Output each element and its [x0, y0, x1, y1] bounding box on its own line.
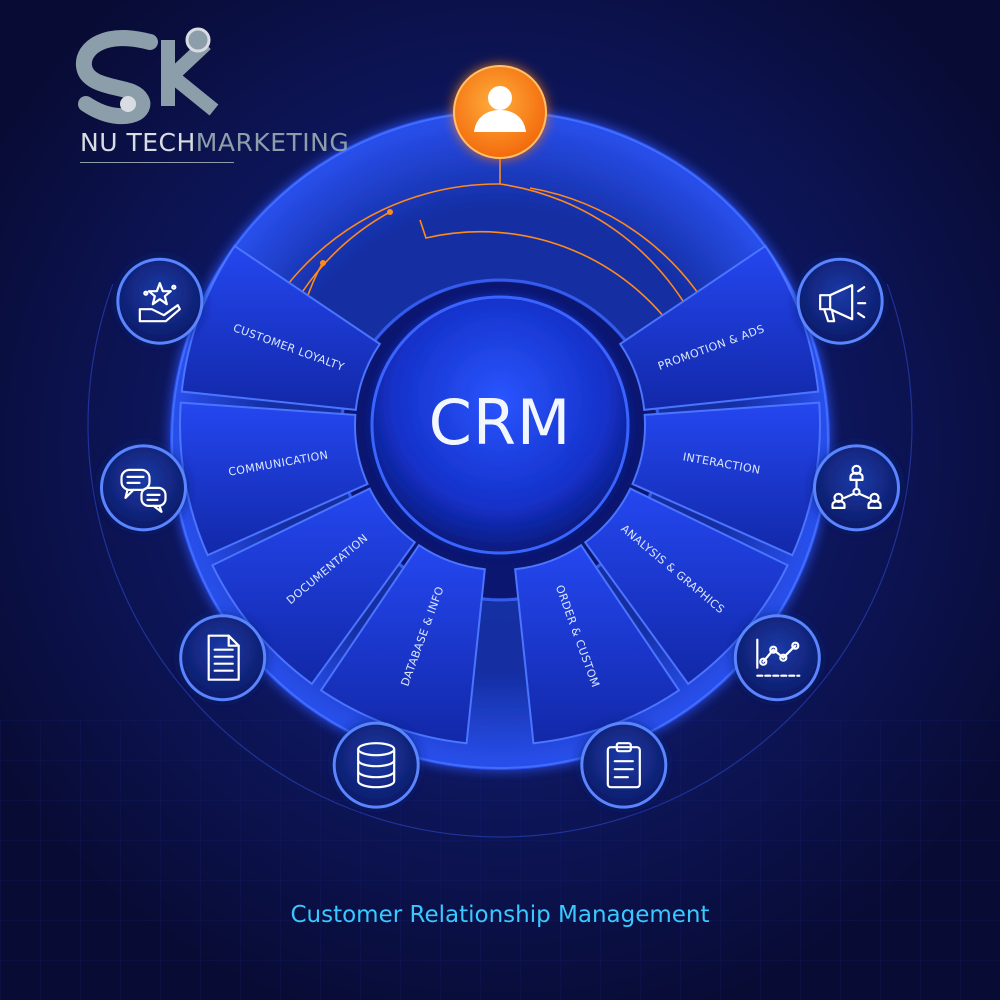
segment-interaction: INTERACTION — [631, 401, 821, 557]
segment-customer-loyalty-panel — [180, 244, 382, 411]
segment-communication-panel — [179, 401, 369, 557]
segment-analysis-graphics-panel — [583, 487, 789, 686]
logo-mark — [75, 27, 219, 125]
segment-promotion-ads-panel — [618, 244, 820, 411]
people-network-icon — [831, 464, 882, 509]
user-icon — [474, 86, 526, 132]
segment-documentation-panel — [211, 487, 417, 686]
segment-customer-loyalty: CUSTOMER LOYALTY — [180, 244, 382, 411]
segment-order-custom-badge — [580, 721, 668, 809]
brand-underline — [80, 162, 234, 163]
segment-interaction-badge — [813, 444, 901, 532]
user-avatar — [453, 65, 547, 159]
segment-promotion-ads-badge — [796, 257, 884, 345]
clipboard-icon — [606, 742, 641, 789]
segment-database-info-panel — [319, 543, 486, 745]
segment-database-info: DATABASE & INFO — [319, 543, 486, 745]
segment-order-custom-panel — [514, 543, 681, 745]
segment-database-info-badge — [332, 721, 420, 809]
segment-ring: CUSTOMER LOYALTYCOMMUNICATIONDOCUMENTATI… — [179, 244, 821, 745]
segment-documentation: DOCUMENTATION — [211, 487, 417, 686]
brand-part-1: NU TECH — [80, 128, 196, 157]
segment-analysis-graphics-badge — [733, 614, 821, 702]
line-graph-icon — [756, 638, 801, 677]
crm-title: CRM — [428, 386, 572, 459]
chat-bubbles-icon — [120, 468, 167, 513]
segment-interaction-panel — [631, 401, 821, 557]
segment-promotion-ads: PROMOTION & ADS — [618, 244, 820, 411]
segment-documentation-badge — [179, 614, 267, 702]
brand-part-2: MARKETING — [195, 128, 350, 157]
crm-hub — [370, 295, 630, 555]
segment-customer-loyalty-badge — [116, 257, 204, 345]
segment-analysis-graphics: ANALYSIS & GRAPHICS — [583, 487, 789, 686]
brand-name: NU TECHMARKETING — [80, 128, 349, 157]
outer-link-arc — [87, 283, 913, 838]
document-icon — [207, 634, 240, 681]
segment-communication: COMMUNICATION — [179, 401, 369, 557]
hand-stars-icon — [138, 282, 181, 323]
database-icon — [357, 742, 396, 789]
segment-communication-badge — [99, 444, 187, 532]
megaphone-icon — [819, 284, 867, 323]
icon-ring — [87, 257, 913, 838]
diagram-caption: Customer Relationship Management — [290, 902, 710, 928]
segment-order-custom: ORDER & CUSTOM — [514, 543, 681, 745]
